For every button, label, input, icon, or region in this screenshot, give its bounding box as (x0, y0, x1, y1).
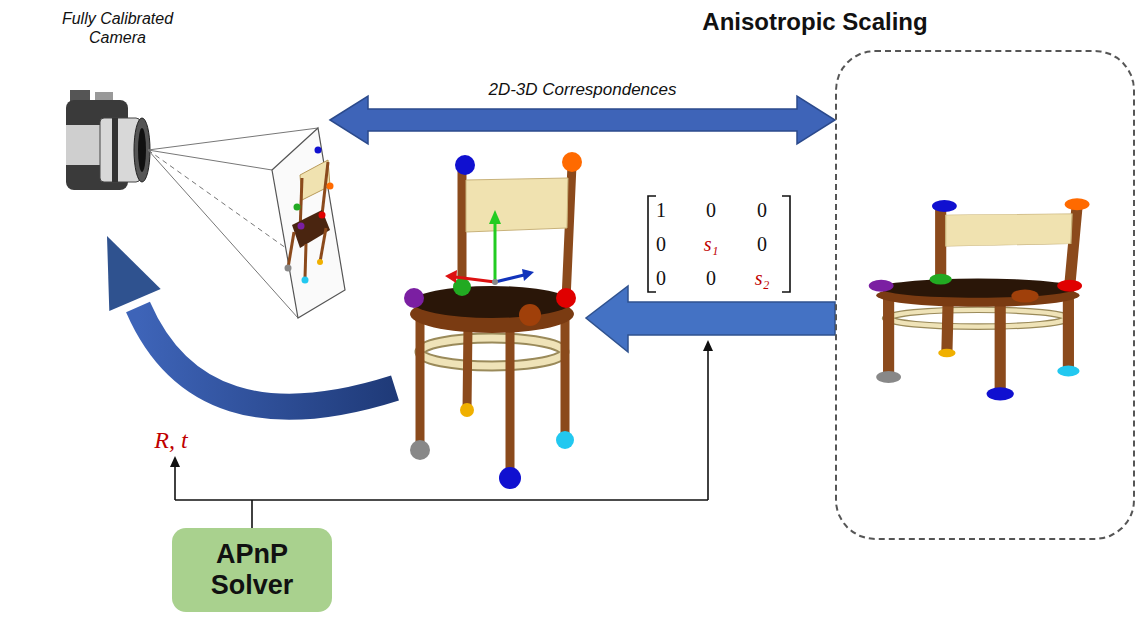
edge-label: 2D-3D Correspondences (485, 80, 679, 100)
solver-leader (175, 350, 708, 528)
scaled-chair (869, 198, 1090, 400)
matrix-entry: s₂ (755, 267, 770, 289)
solver-box: APnP Solver (172, 528, 332, 612)
camera-label: Fully Calibrated Camera (35, 9, 200, 47)
matrix-entry: 1 (656, 199, 666, 221)
chair-model (404, 152, 582, 489)
pose-arrow (107, 236, 395, 407)
matrix-entry: 0 (656, 233, 666, 255)
pose-label: R, t (154, 427, 187, 453)
coordinate-axes (445, 210, 534, 285)
matrix-entry: 0 (706, 199, 716, 221)
matrix-entry: s₁ (704, 233, 719, 255)
scaling-region: Anisotropic Scaling (835, 50, 1135, 540)
arrow-head (703, 340, 713, 351)
solver-label: APnP Solver (192, 539, 312, 601)
arrow-head (170, 456, 180, 467)
matrix-entry: 0 (757, 199, 767, 221)
region-title: Anisotropic Scaling (675, 8, 955, 37)
correspondence-arrow (330, 96, 835, 144)
image-chair (285, 147, 334, 284)
scaling-arrow (586, 286, 835, 352)
matrix-entry: 0 (706, 267, 716, 289)
matrix-brackets (648, 196, 790, 292)
camera-node: Fully Calibrated Camera (35, 5, 330, 220)
camera-icon (66, 90, 150, 190)
matrix-entry: 0 (757, 233, 767, 255)
matrix-entry: 0 (656, 267, 666, 289)
camera-frustum (148, 128, 345, 318)
